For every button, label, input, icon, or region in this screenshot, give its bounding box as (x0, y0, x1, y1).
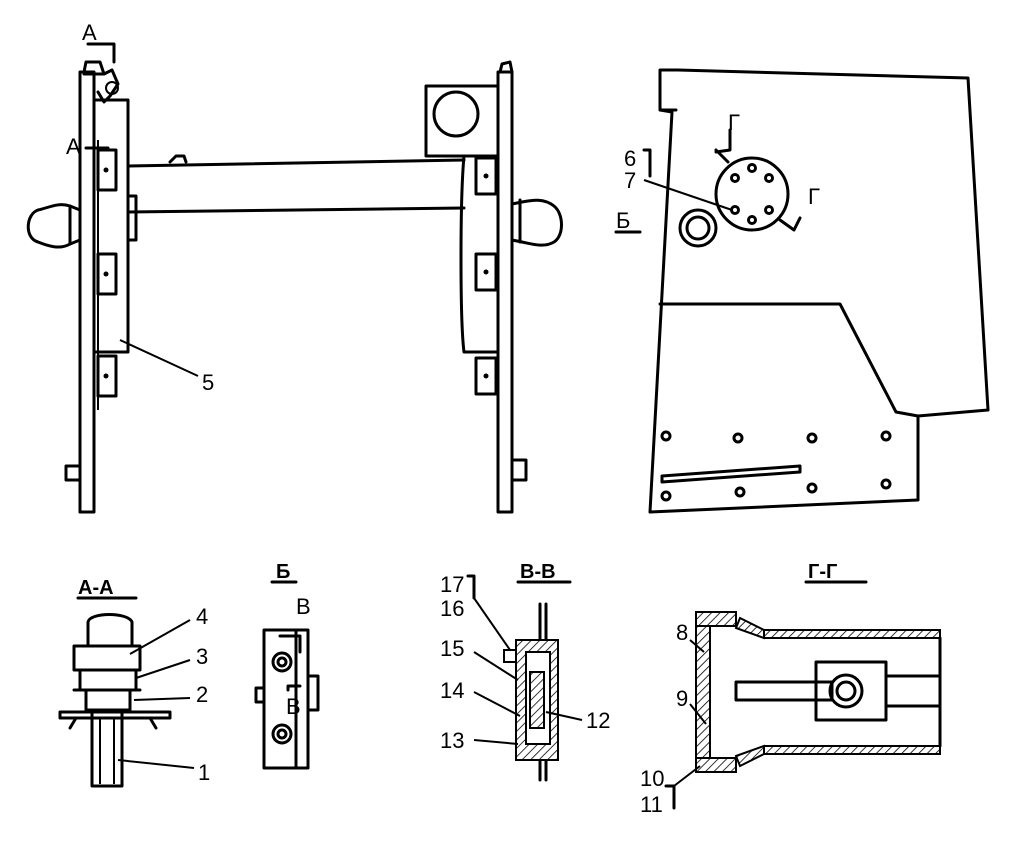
callout-6: 6 (624, 146, 636, 171)
callout-11: 11 (640, 792, 663, 817)
section-mark-b-view: Б (616, 208, 630, 233)
section-aa-view: А-А 4 3 2 1 (58, 577, 210, 788)
section-mark-g-top: Г (728, 110, 740, 135)
view-title-aa: А-А (78, 577, 114, 599)
section-mark-a-top: А (82, 20, 97, 45)
view-b: Б В В (254, 561, 320, 770)
side-panel-view: Г Г 6 7 Б (614, 68, 990, 514)
callout-14: 14 (440, 678, 464, 703)
callout-4: 4 (196, 604, 208, 629)
callout-16: 16 (440, 596, 464, 621)
callout-1: 1 (198, 760, 210, 785)
view-title-b: Б (276, 561, 290, 583)
callout-3: 3 (196, 644, 208, 669)
frame-assembly-view: А А 5 (26, 20, 563, 514)
callout-9: 9 (676, 686, 688, 711)
callout-10: 10 (640, 766, 664, 791)
section-mark-v-bottom: В (286, 694, 301, 719)
section-mark-g-right: Г (808, 184, 820, 209)
section-mark-v-top: В (296, 594, 311, 619)
section-mark-a-bottom: А (66, 134, 81, 159)
callout-7: 7 (624, 168, 636, 193)
view-title-vv: В-В (520, 561, 556, 583)
callout-8: 8 (676, 620, 688, 645)
callout-13: 13 (440, 728, 464, 753)
callout-15: 15 (440, 636, 464, 661)
callout-2: 2 (196, 682, 208, 707)
callout-12: 12 (586, 708, 610, 733)
view-title-gg: Г-Г (808, 561, 837, 583)
callout-5: 5 (202, 370, 214, 395)
section-gg-view: Г-Г 8 9 10 11 (640, 561, 942, 817)
callout-17: 17 (440, 572, 464, 597)
section-vv-view: В-В 17 16 15 14 13 12 (440, 561, 610, 782)
